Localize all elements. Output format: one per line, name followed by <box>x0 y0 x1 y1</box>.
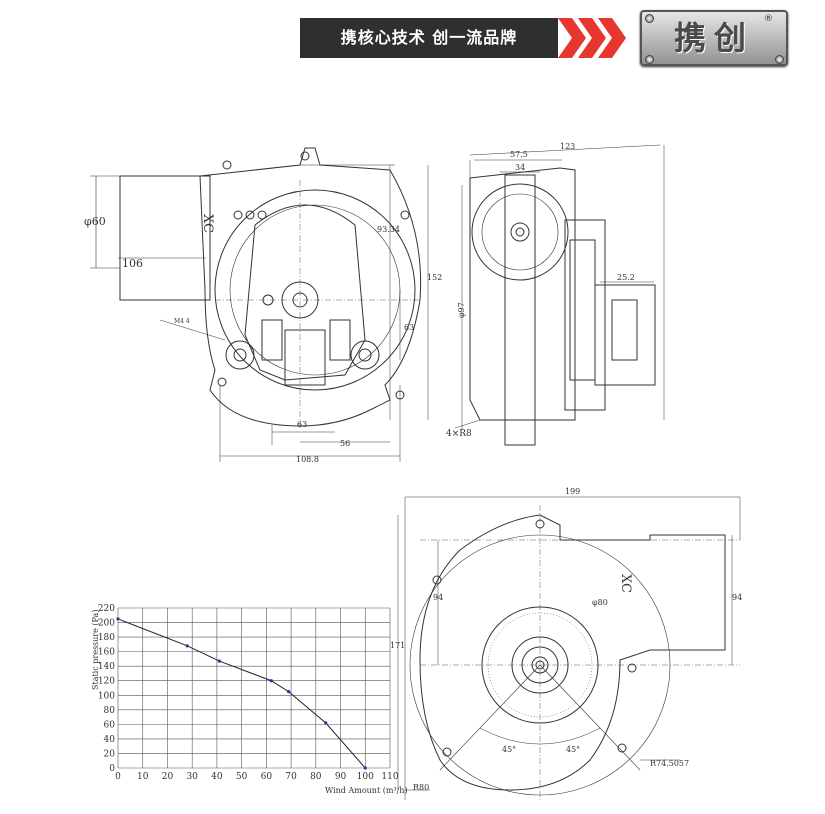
data-point <box>116 617 120 621</box>
y-tick-label: 80 <box>104 706 116 716</box>
y-tick-label: 0 <box>109 764 115 774</box>
data-point <box>217 659 221 663</box>
x-tick-label: 70 <box>285 772 297 782</box>
x-tick-label: 110 <box>381 772 398 782</box>
front-dim-108: 108.8 <box>296 455 319 464</box>
x-axis-label: Wind Amount (m³/h) <box>325 786 408 795</box>
y-tick-label: 180 <box>98 633 115 643</box>
y-tick-label: 160 <box>98 648 115 658</box>
registered-mark: ® <box>764 14 773 24</box>
x-tick-label: 20 <box>162 772 174 782</box>
front-dim-63-bottom: 63 <box>297 420 307 429</box>
y-axis-label: Static pressure (Pa) <box>91 610 100 690</box>
x-tick-label: 80 <box>310 772 322 782</box>
inlet-radius-label: R74.5057 <box>650 759 689 768</box>
front-dim-63-right: 63 <box>404 323 414 332</box>
inlet-angle-left: 45° <box>502 745 516 754</box>
x-tick-label: 50 <box>236 772 248 782</box>
data-point <box>324 721 328 725</box>
y-tick-label: 140 <box>98 662 115 672</box>
inlet-dim-94-left: 94 <box>433 593 443 602</box>
x-tick-label: 90 <box>335 772 347 782</box>
data-point <box>287 690 291 694</box>
inlet-dim-199: 199 <box>565 487 580 496</box>
screw-icon <box>775 55 784 64</box>
inlet-dim-171: 171 <box>390 641 405 650</box>
slogan-text: 携核心技术 创一流品牌 <box>340 28 518 47</box>
inlet-angle-right: 45° <box>566 745 580 754</box>
y-tick-label: 200 <box>98 619 115 629</box>
y-tick-label: 60 <box>104 720 116 730</box>
inlet-xc-label: XC <box>618 574 633 593</box>
inlet-dim-94-right: 94 <box>732 593 742 602</box>
y-tick-label: 100 <box>98 691 115 701</box>
front-xc-label: XC <box>200 214 215 233</box>
x-tick-label: 30 <box>186 772 198 782</box>
side-dim-123: 123 <box>560 142 575 151</box>
front-dim-93: 93.34 <box>377 225 400 234</box>
side-dim-34: 34 <box>515 163 525 172</box>
front-dim-152: 152 <box>427 273 442 282</box>
front-dim-dia60: φ60 <box>84 215 106 228</box>
y-tick-label: 40 <box>104 735 116 745</box>
y-tick-label: 20 <box>104 749 116 759</box>
front-screw-label: M4 4 <box>174 318 190 325</box>
side-dim-25: 25.2 <box>617 273 635 282</box>
front-dim-56: 56 <box>340 439 350 448</box>
x-tick-label: 0 <box>115 772 121 782</box>
x-tick-label: 10 <box>137 772 149 782</box>
data-point <box>363 766 367 770</box>
side-dim-dia97: φ97 <box>457 302 466 318</box>
data-point <box>269 679 273 683</box>
x-tick-label: 60 <box>261 772 273 782</box>
inlet-r80-label: R80 <box>413 783 429 792</box>
y-tick-label: 220 <box>98 604 115 614</box>
front-dim-106: 106 <box>122 257 143 270</box>
screw-icon <box>645 55 654 64</box>
data-point <box>185 644 189 648</box>
chevron-arrows-icon <box>558 18 626 58</box>
inlet-dim-dia80: φ80 <box>592 598 608 607</box>
slogan-band <box>300 18 558 58</box>
screw-icon <box>645 14 654 23</box>
x-tick-label: 100 <box>357 772 374 782</box>
y-tick-label: 120 <box>98 677 115 687</box>
x-tick-label: 40 <box>211 772 223 782</box>
side-dim-57: 57.5 <box>510 150 528 159</box>
brand-logo <box>640 10 788 66</box>
brand-logo-text: 携创 <box>673 19 754 57</box>
side-holes-label: 4×R8 <box>446 429 472 439</box>
